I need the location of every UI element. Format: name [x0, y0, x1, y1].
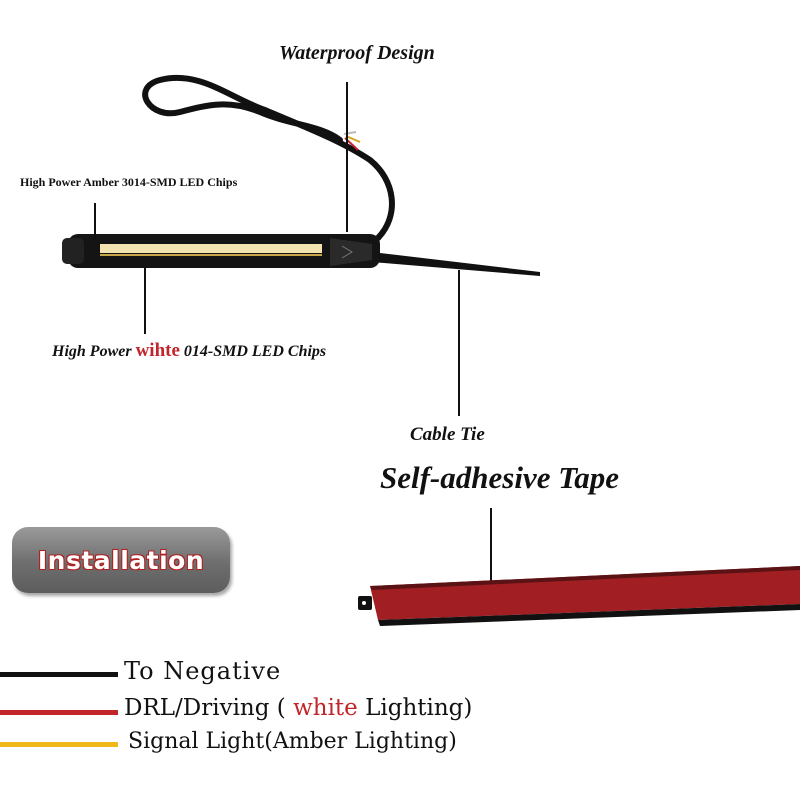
- leader-cable-tie: [458, 270, 460, 416]
- legend-line-negative: [0, 672, 118, 677]
- drl-label-before: DRL/Driving (: [124, 695, 286, 721]
- tape-bottom-edge: [378, 604, 800, 626]
- led-chip-row: [100, 244, 322, 253]
- legend-label-drl: DRL/Driving ( white Lighting): [124, 695, 472, 721]
- callout-waterproof: Waterproof Design: [279, 42, 435, 64]
- white-chips-after: 014-SMD LED Chips: [183, 343, 327, 360]
- cable-tie: [372, 252, 540, 276]
- installation-label: Installation: [37, 545, 205, 575]
- callout-cable-tie: Cable Tie: [410, 424, 485, 445]
- led-strip-illustration: [62, 74, 540, 276]
- callout-white-chips: High Power wihte 014-SMD LED Chips: [52, 340, 326, 362]
- leader-tape: [490, 508, 492, 602]
- legend-line-drl: [0, 710, 118, 715]
- legend-label-signal: Signal Light(Amber Lighting): [128, 729, 457, 754]
- white-chips-highlight: wihte: [135, 340, 180, 361]
- leader-waterproof: [346, 82, 348, 232]
- white-chips-before: High Power: [52, 343, 132, 360]
- led-bar-tip: [330, 238, 372, 266]
- drl-label-after: Lighting): [365, 695, 473, 721]
- drl-label-highlight: white: [293, 695, 358, 721]
- wire-tip-yellow: [345, 135, 361, 143]
- adhesive-tape-illustration: [358, 566, 800, 626]
- tape-red-face: [370, 566, 800, 620]
- wire: [142, 74, 395, 241]
- callout-amber-chips: High Power Amber 3014-SMD LED Chips: [20, 175, 238, 189]
- callout-tape: Self-adhesive Tape: [380, 460, 620, 495]
- legend-line-signal: [0, 742, 118, 747]
- leader-white-chips: [144, 266, 146, 334]
- led-bar-endcap: [62, 238, 84, 264]
- installation-badge: Installation: [12, 527, 230, 593]
- tape-top-edge: [370, 566, 800, 590]
- leader-amber-chips: [94, 203, 96, 241]
- legend-label-negative: To Negative: [124, 657, 282, 685]
